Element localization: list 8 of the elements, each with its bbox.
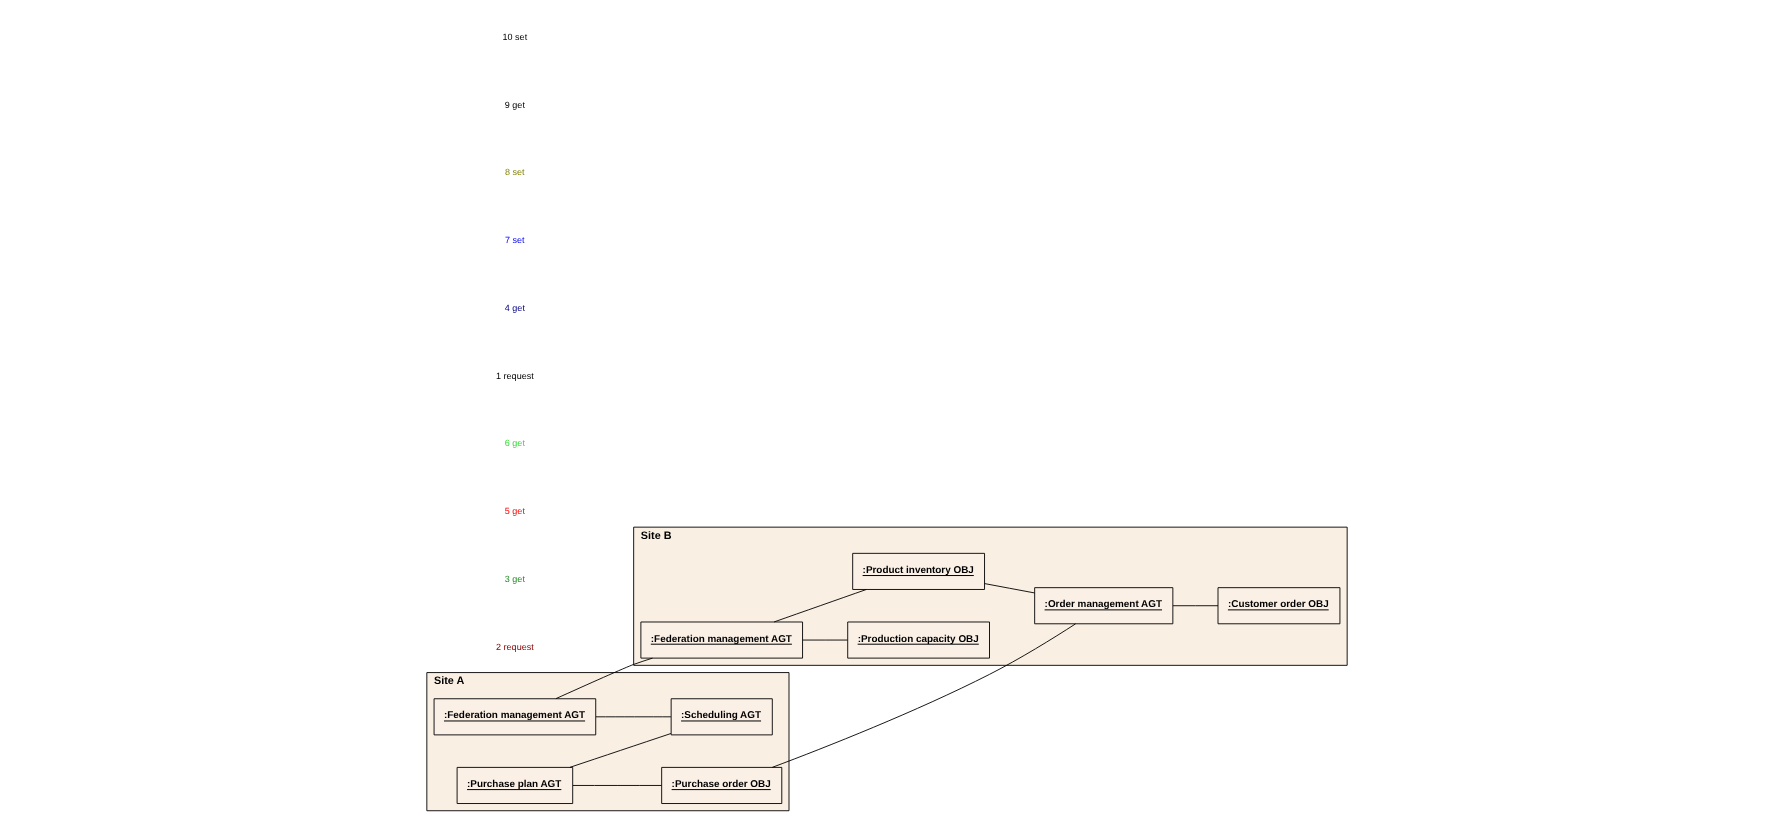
connector <box>983 583 1034 594</box>
connector <box>571 785 661 786</box>
connector <box>801 639 847 641</box>
connector <box>568 733 671 768</box>
connector <box>1171 605 1218 607</box>
connector <box>772 589 866 623</box>
connector <box>594 716 671 718</box>
connector <box>554 657 652 700</box>
